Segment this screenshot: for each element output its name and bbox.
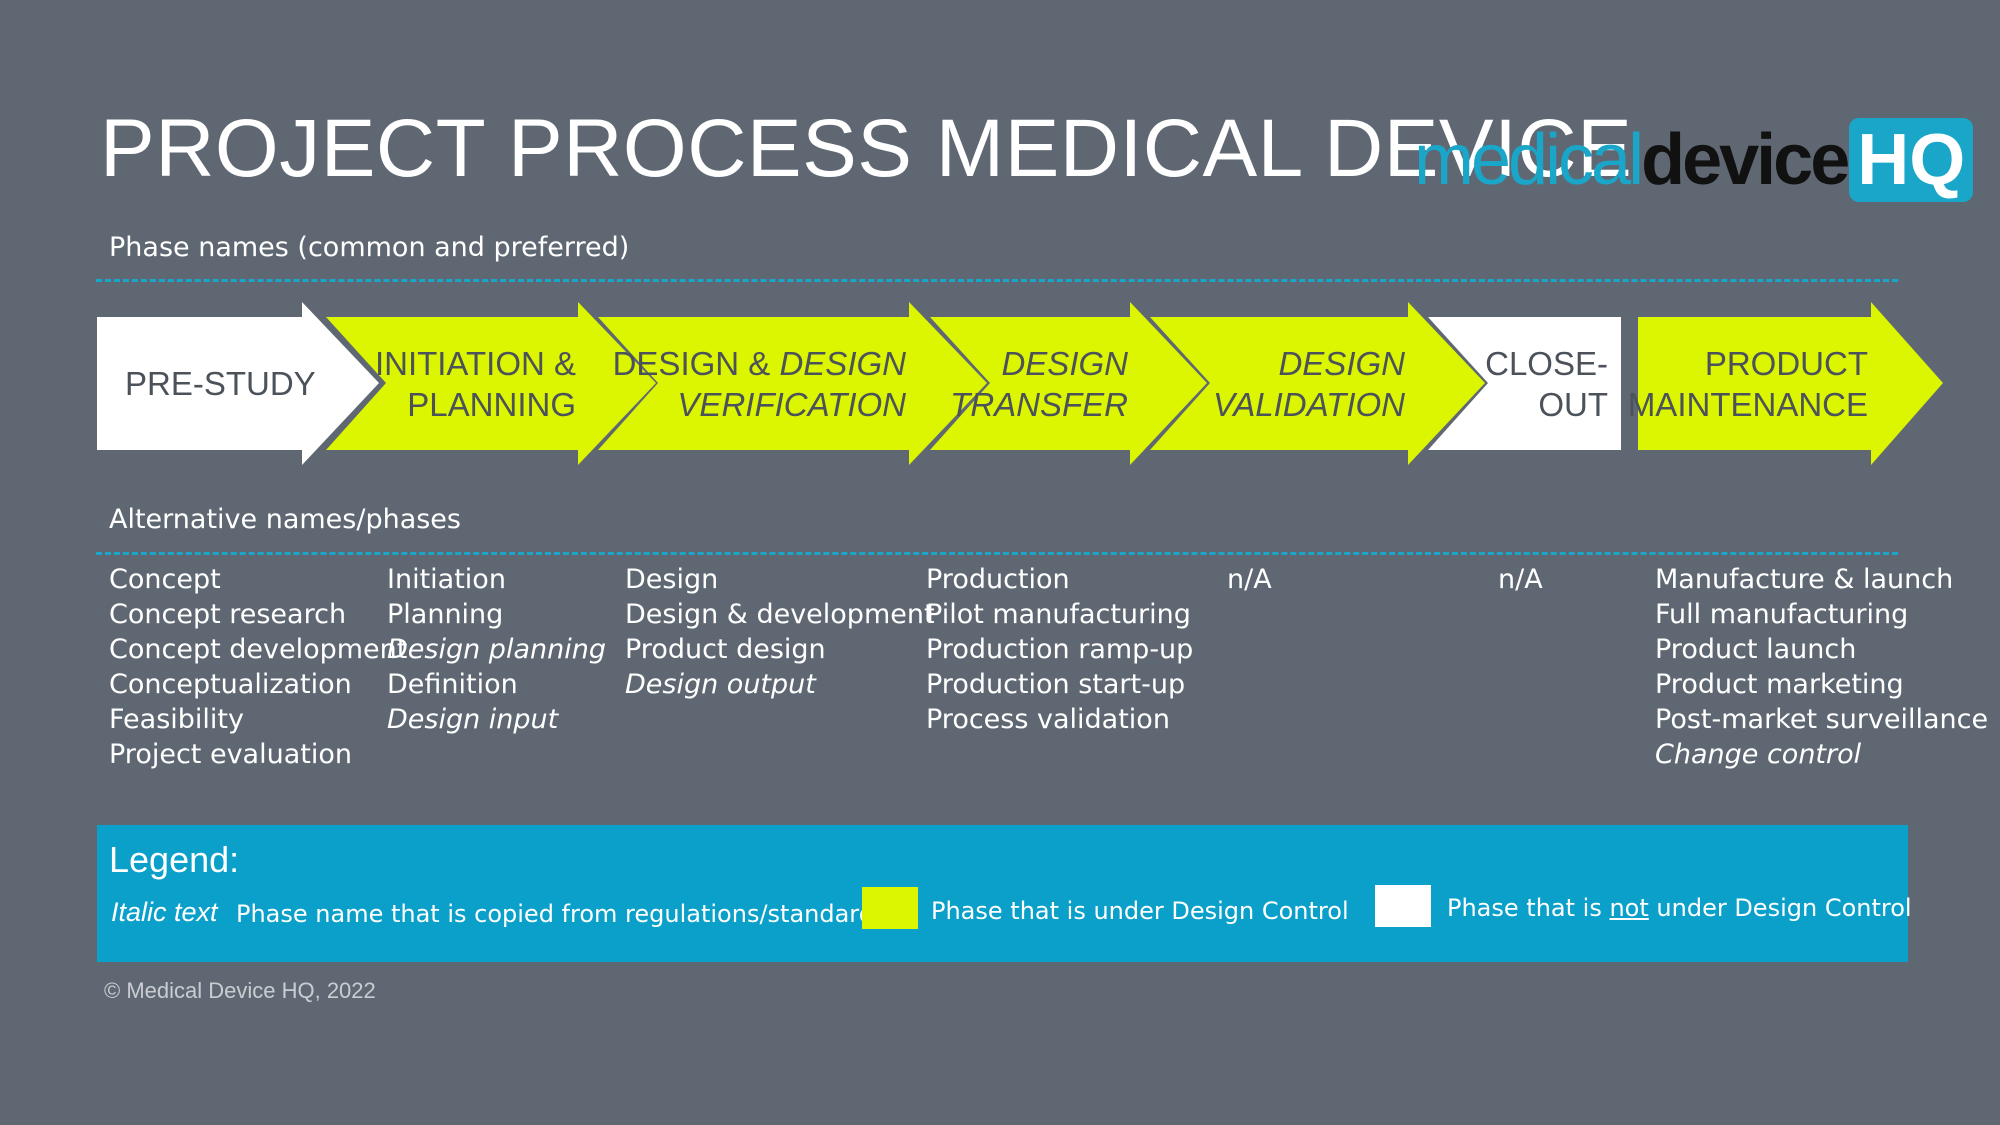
phase-flow: PRE-STUDY INITIATION & PLANNING DESIGN & DE… [97,302,1943,465]
alt-name-item: Manufacture & launch [1655,564,1954,595]
legend-white-swatch [1375,885,1431,927]
legend-white-prefix: Phase that is [1447,894,1610,922]
alt-name-item: Project evaluation [109,739,352,770]
alt-name-item: Design & development [625,599,935,630]
alt-name-item: Change control [1655,739,1862,770]
alt-name-item: Production start-up [926,669,1186,700]
alt-name-item: Production ramp-up [926,634,1194,665]
phase-label-7-line-1: PRODUCT [1705,345,1868,382]
phase-label-6-line-2: OUT [1538,386,1608,423]
alt-name-item: n/A [1498,564,1543,595]
phase-label-2-line-2: PLANNING [407,386,576,423]
alt-name-item: Product design [625,634,826,665]
legend-green-swatch [862,887,918,929]
alt-name-item: Product marketing [1655,669,1904,700]
alt-name-item: Design [625,564,719,595]
phase-label-2-line-1: INITIATION & [375,345,576,382]
alt-name-item: Production [926,564,1070,595]
phase-label-4-line-1: DESIGN [1001,345,1128,382]
alt-name-item: Conceptualization [109,669,352,700]
legend-white-suffix: under Design Control [1648,894,1912,922]
phase-label-3-line-1: DESIGN & DESIGN [613,345,907,382]
phase-arrow-7 [1638,302,1943,465]
alt-names-label: Alternative names/phases [109,504,461,535]
phase-names-label: Phase names (common and preferred) [109,232,630,263]
phase-label-7-line-2: MAINTENANCE [1628,386,1868,423]
page-title: PROJECT PROCESS MEDICAL DEVICE [100,103,1633,194]
alt-name-item: Pilot manufacturing [926,599,1191,630]
phase-label-3-line-2: VERIFICATION [677,386,906,423]
alt-name-item: Concept development [109,634,408,665]
logo-word-device: device [1641,120,1850,200]
phase-arrow-6 [1428,317,1621,450]
legend-italic-desc: Phase name that is copied from regulatio… [236,900,887,928]
logo-word-hq: HQ [1849,118,1974,202]
phase-divider [96,279,1898,282]
alt-name-item: Post-market surveillance [1655,704,1989,735]
legend-white-desc: Phase that is not under Design Control [1447,894,1912,922]
alt-name-item: Definition [387,669,518,700]
alt-name-item: Design planning [387,634,606,665]
phase-label-4-line-2: TRANSFER [950,386,1128,423]
phase-arrow-5 [1150,302,1485,465]
alt-name-item: Design output [625,669,816,700]
alt-name-item: Product launch [1655,634,1857,665]
legend-white-emph: not [1609,894,1649,922]
legend-title: Legend: [109,839,240,880]
alt-name-item: Full manufacturing [1655,599,1909,630]
phase-arrow-3 [598,302,987,465]
legend-green-desc: Phase that is under Design Control [931,897,1349,925]
legend: Legend: Italic text Phase name that is c… [97,825,1912,962]
alt-name-item: Concept [109,564,221,595]
alt-name-item: n/A [1227,564,1272,595]
phase-label-5-line-2: VALIDATION [1213,386,1405,423]
alt-column-6: n/A [1498,562,1543,597]
phase-label-1-line-1: PRE-STUDY [125,365,316,402]
alt-name-item: Initiation [387,564,506,595]
alt-name-item: Concept research [109,599,347,630]
phase-label-6-line-1: CLOSE- [1485,345,1608,382]
phase-arrow-1 [97,302,379,465]
phase-arrow-4 [930,302,1207,465]
alt-name-item: Planning [387,599,504,630]
alt-name-item: Process validation [926,704,1170,735]
copyright: © Medical Device HQ, 2022 [104,978,376,1003]
alt-name-item: Feasibility [109,704,244,735]
alt-column-5: n/A [1227,562,1272,597]
phase-label-5-line-1: DESIGN [1278,345,1405,382]
phase-arrow-2 [326,302,656,465]
legend-italic-key: Italic text [111,897,218,927]
brand-logo: medical device HQ [1414,118,1974,202]
alt-divider [96,552,1898,555]
alt-name-item: Design input [387,704,559,735]
logo-word-medical: medical [1414,120,1644,200]
